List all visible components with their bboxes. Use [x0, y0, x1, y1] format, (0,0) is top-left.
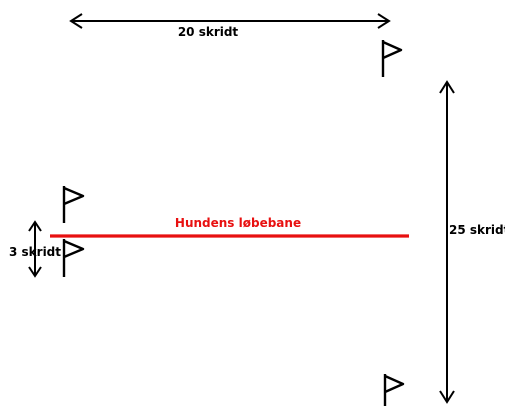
track-label: Hundens løbebane [175, 216, 301, 230]
left-distance-label: 3 skridt [9, 245, 61, 259]
left-distance-arrow [28, 220, 42, 278]
flag-icon [62, 186, 85, 223]
top-distance-arrow [69, 13, 391, 29]
right-distance-arrow [439, 80, 455, 404]
flag-icon [381, 40, 403, 77]
flag-icon [62, 239, 85, 277]
flag-icon [383, 374, 405, 406]
top-distance-label: 20 skridt [178, 25, 239, 39]
right-distance-label: 25 skridt [449, 223, 505, 237]
